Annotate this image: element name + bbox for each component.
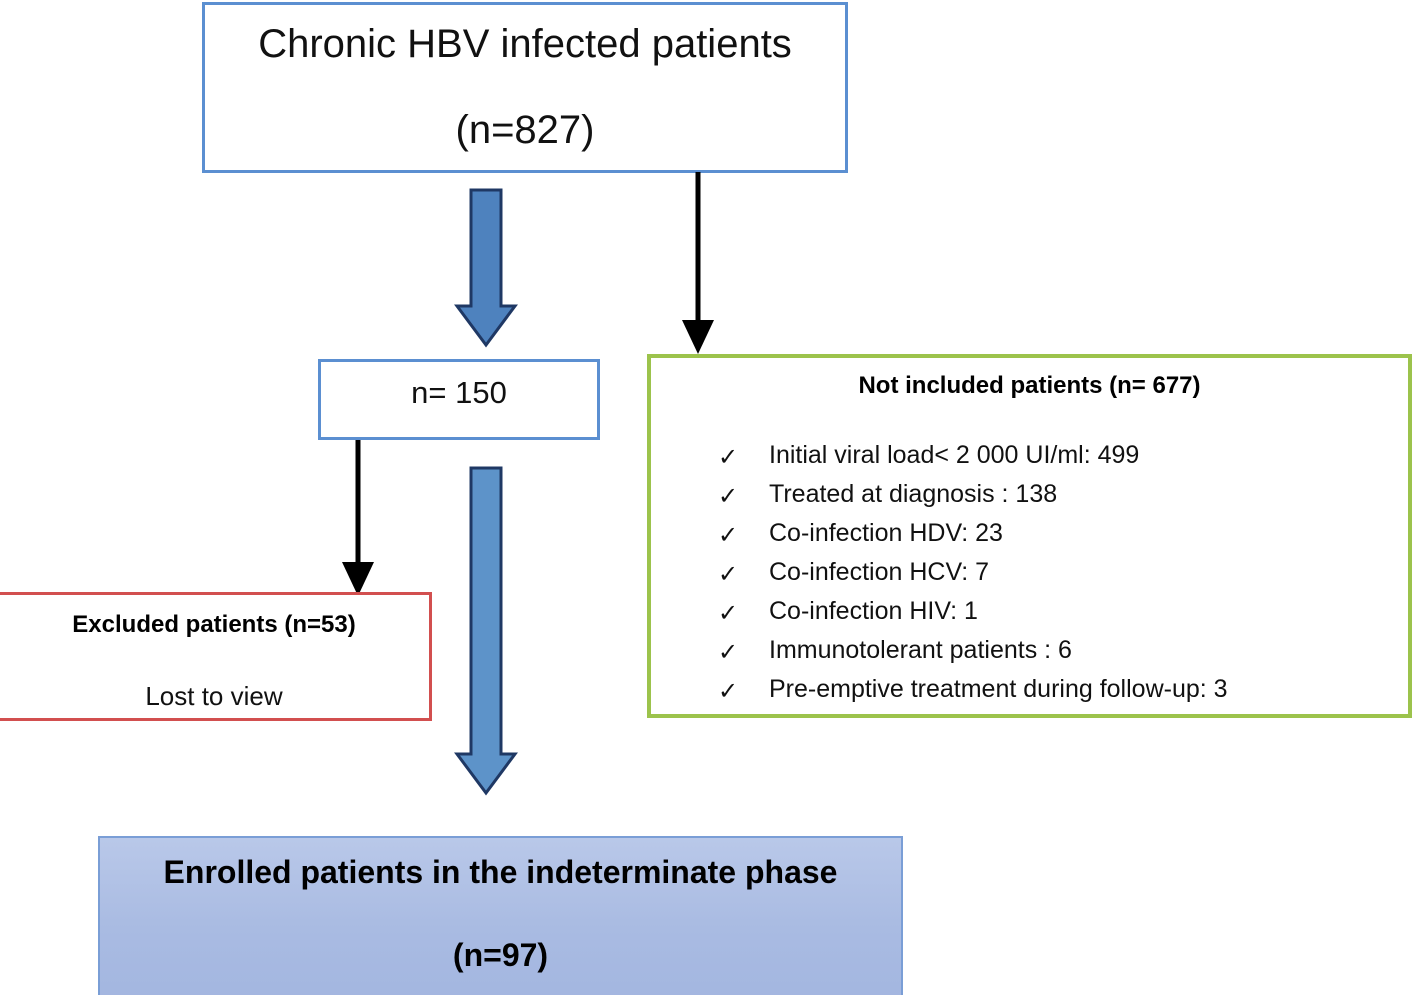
node-screened (318, 359, 600, 440)
line-arrow-source-to-not-included (682, 172, 714, 354)
check-icon: ✓ (717, 483, 739, 510)
node-not-included (647, 354, 1412, 718)
excluded-reason: Lost to view (145, 681, 283, 711)
check-icon: ✓ (717, 522, 739, 549)
not-included-reason: Immunotolerant patients : 6 (769, 636, 1072, 664)
node-enrolled (98, 836, 903, 995)
not-included-header: Not included patients (n= 677) (858, 372, 1201, 399)
not-included-reason: Co-infection HIV: 1 (769, 597, 978, 625)
enrolled-label: Enrolled patients in the indeterminate p… (163, 854, 838, 890)
check-icon: ✓ (717, 639, 739, 666)
excluded-header: Excluded patients (n=53) (72, 611, 356, 638)
not-included-reason: Co-infection HDV: 23 (769, 519, 1003, 547)
node-source-cohort (202, 2, 848, 173)
source-cohort-label: Chronic HBV infected patients (258, 22, 792, 66)
enrolled-count: (n=97) (452, 937, 549, 973)
not-included-reason: Initial viral load< 2 000 UI/ml: 499 (769, 441, 1140, 469)
not-included-reason: Treated at diagnosis : 138 (769, 480, 1058, 508)
check-icon: ✓ (717, 678, 739, 705)
source-cohort-count: (n=827) (455, 108, 595, 152)
block-arrow-screened-to-enrolled (454, 466, 518, 796)
check-icon: ✓ (717, 561, 739, 588)
check-icon: ✓ (717, 600, 739, 627)
screened-label: n= 150 (411, 375, 507, 410)
check-icon: ✓ (717, 444, 739, 471)
not-included-reason: Co-infection HCV: 7 (769, 558, 989, 586)
line-arrow-screened-to-excluded (342, 440, 374, 596)
not-included-reason: Pre-emptive treatment during follow-up: … (769, 675, 1228, 703)
block-arrow-source-to-screened (454, 188, 518, 348)
node-excluded (0, 592, 432, 721)
